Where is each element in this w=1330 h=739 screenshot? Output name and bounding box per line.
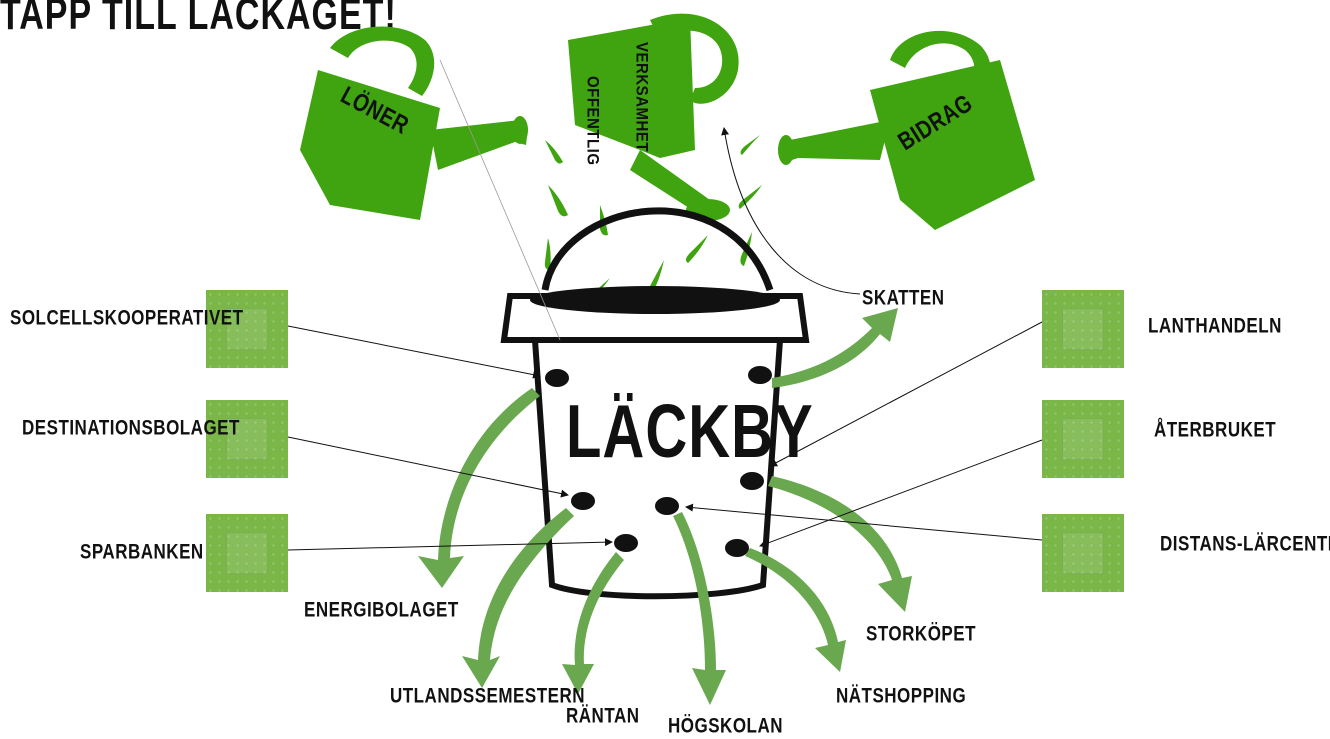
can-label-verksamhet: VERKSAMHET (632, 42, 651, 152)
plug-square-aterbruket (1042, 400, 1124, 478)
leak-label-storkopet: STORKÖPET (866, 622, 976, 647)
leak-label-energibolaget: ENERGIBOLAGET (304, 598, 459, 623)
plug-square-sparbanken (206, 514, 288, 592)
plug-label-sparbanken: SPARBANKEN (80, 540, 204, 565)
leak-label-hogskolan: HÖGSKOLAN (668, 714, 783, 739)
leak-label-skatten: SKATTEN (862, 286, 945, 311)
plug-square-distans (1042, 514, 1124, 592)
plug-label-solcellskooperativet: SOLCELLSKOOPERATIVET (10, 306, 244, 331)
bucket-label: LÄCKBY (566, 388, 814, 475)
leak-label-natshopping: NÄTSHOPPING (836, 684, 966, 709)
plug-label-aterbruket: ÅTERBRUKET (1154, 418, 1276, 443)
plug-square-lanthandeln (1042, 290, 1124, 368)
plug-label-destinationsbolaget: DESTINATIONSBOLAGET (22, 416, 240, 441)
plug-label-distans-larcentra: DISTANS-LÄRCENTRA (1160, 532, 1330, 557)
can-label-offentlig: OFFENTLIG (583, 76, 602, 166)
plug-label-lanthandeln: LANTHANDELN (1148, 314, 1282, 339)
watering-can-left (300, 27, 528, 220)
leak-label-utlandssemestern: UTLANDSSEMESTERN (390, 684, 585, 709)
leak-label-rantan: RÄNTAN (566, 704, 640, 729)
